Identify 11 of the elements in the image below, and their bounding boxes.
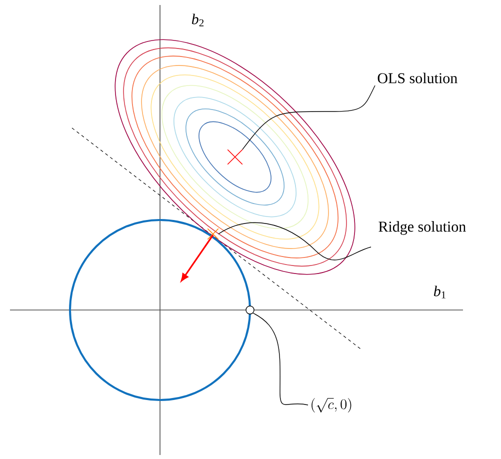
leader-line <box>218 222 372 260</box>
axis-label: b$_{1}$ <box>434 286 446 298</box>
cross-marker <box>227 149 243 165</box>
axis-label: b$_{2}$ <box>192 14 204 26</box>
text-label: OLS solution <box>378 72 458 84</box>
cross-marker <box>207 228 219 240</box>
leader-line <box>252 312 308 406</box>
formula-label: $\left(\sqrt{c},0\right)$ <box>312 398 352 413</box>
text-label: Ridge solution <box>378 221 466 235</box>
point-marker <box>246 306 254 314</box>
leader-line <box>242 85 376 150</box>
